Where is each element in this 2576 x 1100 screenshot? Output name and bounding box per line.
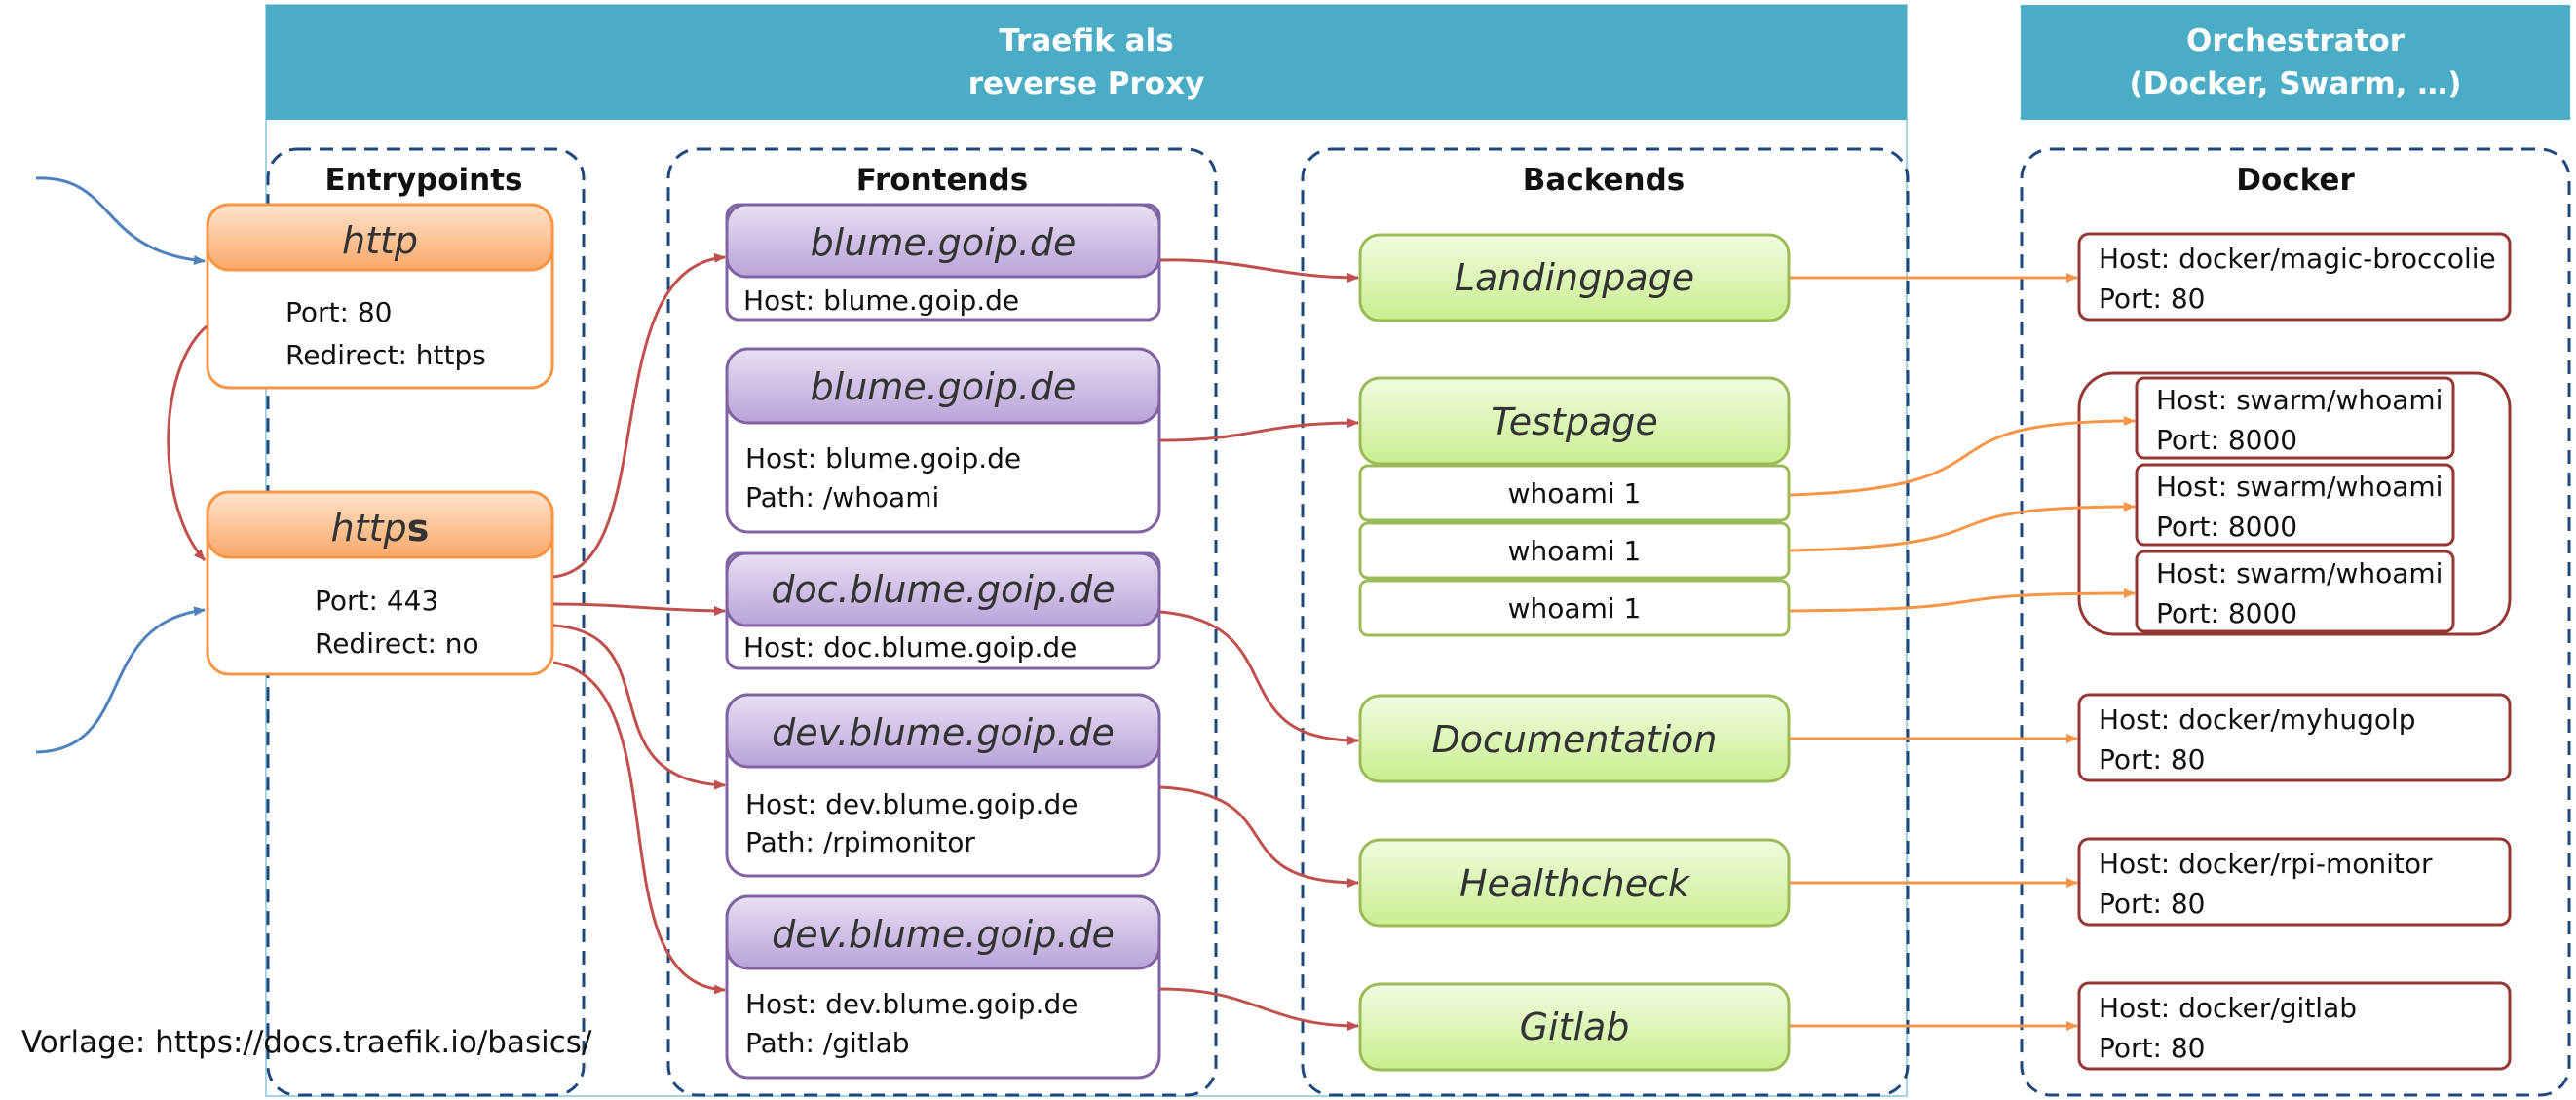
routing-arrows [167,252,1359,1031]
traefik-header-line2: reverse Proxy [968,66,1205,101]
entrypoint-https-redirect: Redirect: no [315,627,479,660]
traefik-panel: Traefik als reverse Proxy [265,4,1908,1097]
docker-service-5-port: Port: 80 [2099,743,2205,776]
backend-testpage: Testpage whoami 1 whoami 1 whoami 1 [1358,376,1791,637]
entrypoint-https: https Port: 443 Redirect: no [206,490,554,676]
incoming-arrow-https [35,606,206,754]
backend-landingpage: Landingpage [1358,233,1791,322]
route-https-frontend-4 [552,624,726,790]
testpage-server-3-label: whoami 1 [1508,592,1642,625]
frontend-1-host: Host: blume.goip.de [743,284,1019,317]
frontend-3: doc.blume.goip.de Host: doc.blume.goip.d… [725,551,1161,670]
testpage-server-3 [1358,579,1791,637]
link-whoami-1 [1789,416,2136,497]
docker-service-rpi-monitor: Host: docker/rpi-monitor Port: 80 [2077,837,2512,927]
docker-title: Docker [2236,163,2355,198]
backend-gitlab: Gitlab [1358,982,1791,1072]
testpage-server-2-label: whoami 1 [1508,535,1642,567]
backend-landingpage-name: Landingpage [1455,256,1694,299]
entrypoint-https-name: https [331,507,430,550]
frontends-title: Frontends [856,163,1028,198]
backend-documentation-name: Documentation [1432,718,1718,761]
docker-service-magic-broccolie: Host: docker/magic-broccolie Port: 80 [2077,232,2512,322]
orchestrator-header-line1: Orchestrator [2186,23,2406,58]
route-frontend-3-documentation [1159,610,1359,745]
swarm-service-1-port: Port: 8000 [2156,424,2297,456]
frontends-group: Frontends [666,147,1218,1097]
frontend-4: dev.blume.goip.de Host: dev.blume.goip.d… [725,693,1161,878]
swarm-service-3-host: Host: swarm/whoami [2156,557,2443,589]
docker-service-1-host: Host: docker/magic-broccolie [2099,243,2496,275]
docker-service-1-port: Port: 80 [2099,283,2205,315]
frontend-4-path: Path: /rpimonitor [745,826,975,858]
docker-service-7-port: Port: 80 [2099,1032,2205,1064]
testpage-server-1-label: whoami 1 [1508,477,1642,510]
frontend-1-title: blume.goip.de [811,221,1077,264]
frontend-5-title: dev.blume.goip.de [772,913,1115,956]
frontend-4-host: Host: dev.blume.goip.de [745,788,1078,820]
incoming-arrows [35,176,206,754]
frontend-2: blume.goip.de Host: blume.goip.de Path: … [725,347,1161,534]
docker-service-6-host: Host: docker/rpi-monitor [2099,848,2433,880]
frontend-1: blume.goip.de Host: blume.goip.de [725,203,1161,322]
link-whoami-3 [1789,588,2136,613]
swarm-service-2-port: Port: 8000 [2156,511,2297,543]
docker-service-5-host: Host: docker/myhugolp [2099,703,2416,736]
docker-service-gitlab: Host: docker/gitlab Port: 80 [2077,981,2512,1071]
docker-service-7-host: Host: docker/gitlab [2099,992,2357,1024]
traefik-header-line1: Traefik als [999,23,1173,58]
entrypoints-title: Entrypoints [324,163,522,198]
footer-source: Vorlage: https://docs.traefik.io/basics/ [21,1025,592,1060]
swarm-service-2-host: Host: swarm/whoami [2156,471,2443,503]
frontend-2-path: Path: /whoami [745,481,939,513]
service-arrows [1789,273,2136,1031]
testpage-server-2 [1358,521,1791,580]
swarm-service-2 [2135,463,2455,547]
route-frontend-2-testpage [1159,418,1359,442]
backends-group: Backends [1301,147,1910,1097]
docker-group: Docker [2020,147,2571,1097]
incoming-arrow-http [35,176,206,265]
testpage-server-1 [1358,464,1791,522]
entrypoint-https-port: Port: 443 [315,585,438,617]
swarm-service-3-port: Port: 8000 [2156,597,2297,629]
entrypoint-http-name: http [342,219,418,262]
entrypoint-http-port: Port: 80 [285,296,392,328]
docker-service-6-port: Port: 80 [2099,888,2205,920]
frontend-2-host: Host: blume.goip.de [745,442,1021,474]
backends-title: Backends [1523,163,1685,198]
route-https-frontend-5 [552,661,726,995]
frontend-5-host: Host: dev.blume.goip.de [745,988,1078,1020]
frontend-5-path: Path: /gitlab [745,1027,910,1059]
link-whoami-2 [1789,502,2136,552]
orchestrator-panel: Orchestrator (Docker, Swarm, …) [2021,5,2570,120]
entrypoint-http-redirect: Redirect: https [285,339,486,371]
frontend-2-title: blume.goip.de [811,365,1077,408]
route-frontend-5-gitlab [1159,987,1359,1031]
orchestrator-header-line2: (Docker, Swarm, …) [2130,66,2462,101]
frontend-3-title: doc.blume.goip.de [771,568,1115,611]
route-frontend-1-landingpage [1159,258,1359,283]
swarm-cluster: Host: swarm/whoami Port: 8000 Host: swar… [2077,371,2512,636]
swarm-service-3 [2135,550,2455,633]
backend-healthcheck-name: Healthcheck [1459,862,1691,905]
docker-service-myhugolp: Host: docker/myhugolp Port: 80 [2077,693,2512,782]
route-https-frontend-1 [552,252,726,579]
entrypoint-http: http Port: 80 Redirect: https [206,203,554,390]
swarm-service-1-host: Host: swarm/whoami [2156,384,2443,416]
backend-healthcheck: Healthcheck [1358,838,1791,928]
redirect-arrow [167,324,208,562]
swarm-service-1 [2135,376,2455,460]
backend-testpage-name: Testpage [1491,400,1658,443]
backend-gitlab-name: Gitlab [1520,1005,1630,1048]
frontend-5: dev.blume.goip.de Host: dev.blume.goip.d… [725,894,1161,1080]
frontend-3-host: Host: doc.blume.goip.de [743,631,1077,664]
frontend-4-title: dev.blume.goip.de [772,711,1115,754]
backend-documentation: Documentation [1358,694,1791,783]
route-https-frontend-3 [552,602,726,616]
route-frontend-4-healthcheck [1159,785,1359,888]
